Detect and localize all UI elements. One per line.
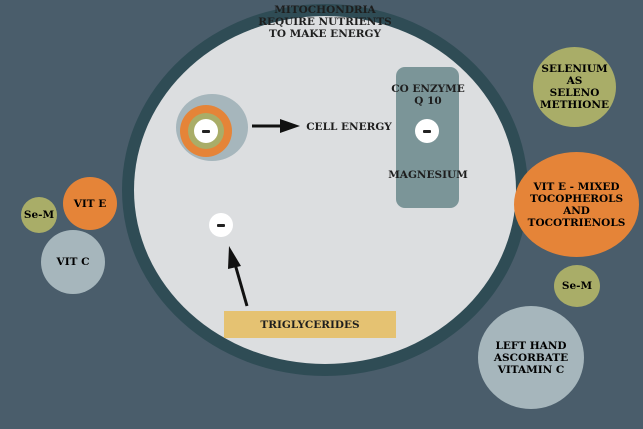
cell-title-line-3: TO MAKE ENERGY [269,28,381,40]
vit-e-mixed-line-2: TOCOPHEROLS [529,192,624,205]
energy-core-minus-icon [194,119,218,143]
right-se-m-label: Se-M [561,280,593,292]
vit-e-mixed-line-1: VIT E - MIXED [533,180,620,193]
triglyceride-minus-icon [209,213,233,237]
vit-e-mixed-bubble: VIT E - MIXED TOCOPHEROLS AND TOCOTRIENO… [514,152,639,257]
coenzyme-line-2: Q 10 [414,95,442,107]
left-vit-c-bubble: VIT C [41,230,105,294]
cell-title: MITOCHONDRIA REQUIRE NUTRIENTS TO MAKE E… [240,4,410,40]
magnesium-label: MAGNESIUM [388,169,468,181]
cell-title-line-2: REQUIRE NUTRIENTS [258,16,392,28]
coenzyme-minus-icon [415,119,439,143]
triglycerides-label: TRIGLYCERIDES [260,319,360,331]
right-se-m-bubble: Se-M [554,265,600,307]
left-hand-ascorbate-bubble: LEFT HAND ASCORBATE VITAMIN C [478,306,584,409]
arrow-from-triglycerides-icon [228,246,249,307]
left-se-m-label: Se-M [23,209,55,221]
left-se-m-bubble: Se-M [21,197,57,233]
selenium-line-3: METHIONE [539,99,610,111]
arrow-to-cell-energy-icon [252,119,300,133]
left-vit-e-label: VIT E [73,197,107,210]
selenium-line-2: SELENO [549,87,600,99]
selenium-bubble: SELENIUM AS SELENO METHIONE [533,47,616,127]
vit-e-mixed-line-3: AND TOCOTRIENOLS [527,204,626,229]
left-vit-c-label: VIT C [56,256,90,268]
cell-title-line-1: MITOCHONDRIA [274,4,376,16]
ascorbate-line-2: ASCORBATE [493,351,569,364]
triglycerides-bar [224,311,396,338]
coenzyme-q10-label: CO ENZYME Q 10 [385,83,471,107]
ascorbate-line-1: LEFT HAND [495,339,567,352]
cell-energy-label: CELL ENERGY [306,121,392,133]
coenzyme-line-1: CO ENZYME [391,83,465,95]
ascorbate-line-3: VITAMIN C [497,363,565,376]
left-vit-e-bubble: VIT E [63,177,117,230]
selenium-line-1: SELENIUM AS [541,63,608,87]
